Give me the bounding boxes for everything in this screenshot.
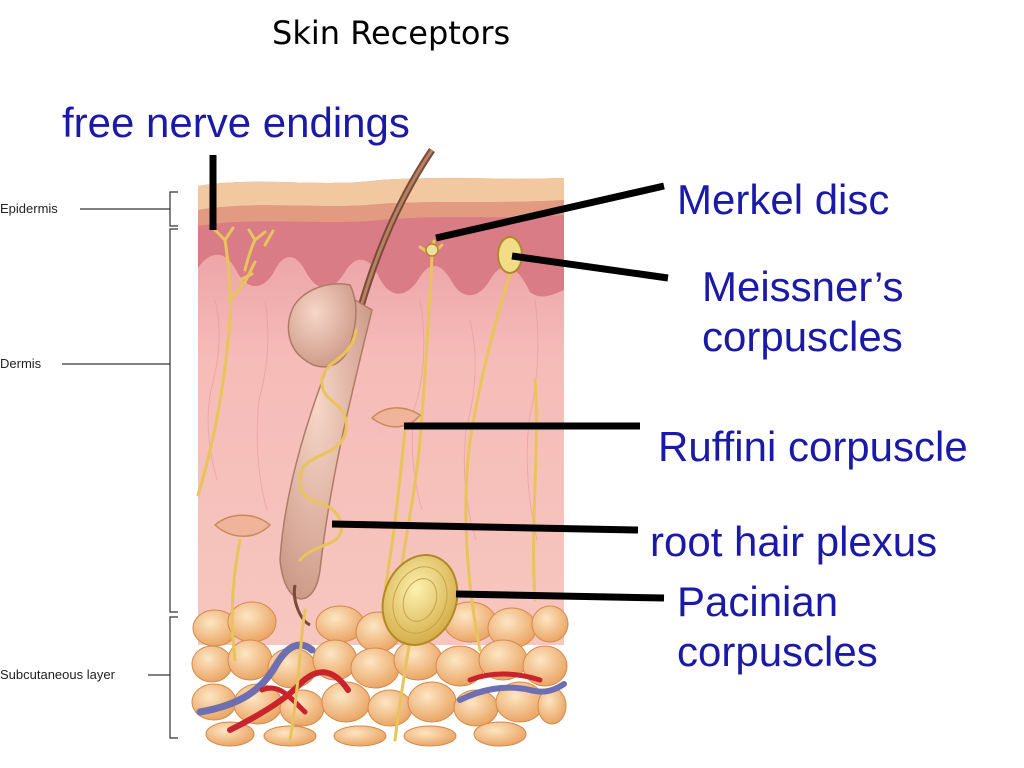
callout-meissner-line2: corpuscles [702, 313, 903, 360]
callout-meissner-line1: Meissner’s [702, 263, 904, 310]
sebaceous-gland [287, 283, 357, 368]
slide-title: Skin Receptors [272, 14, 511, 52]
label-dermis: Dermis [0, 356, 42, 371]
label-epidermis: Epidermis [0, 201, 58, 216]
callout-pacinian-line2: corpuscles [677, 628, 878, 675]
callout-free-nerve-endings: free nerve endings [62, 99, 410, 146]
ruffini-corpuscle [370, 407, 422, 428]
pacinian-corpuscle [381, 554, 459, 646]
callout-ruffini-corpuscle: Ruffini corpuscle [658, 423, 968, 470]
label-subcutaneous: Subcutaneous layer [0, 667, 115, 682]
hair-follicle [279, 148, 435, 627]
callout-root-hair-plexus: root hair plexus [650, 518, 938, 565]
layer-brackets [62, 191, 178, 739]
leader-lines [209, 155, 669, 602]
callout-pacinian-line1: Pacinian [677, 578, 839, 625]
merkel-disc [425, 243, 439, 257]
callout-merkel-disc: Merkel disc [677, 176, 890, 223]
